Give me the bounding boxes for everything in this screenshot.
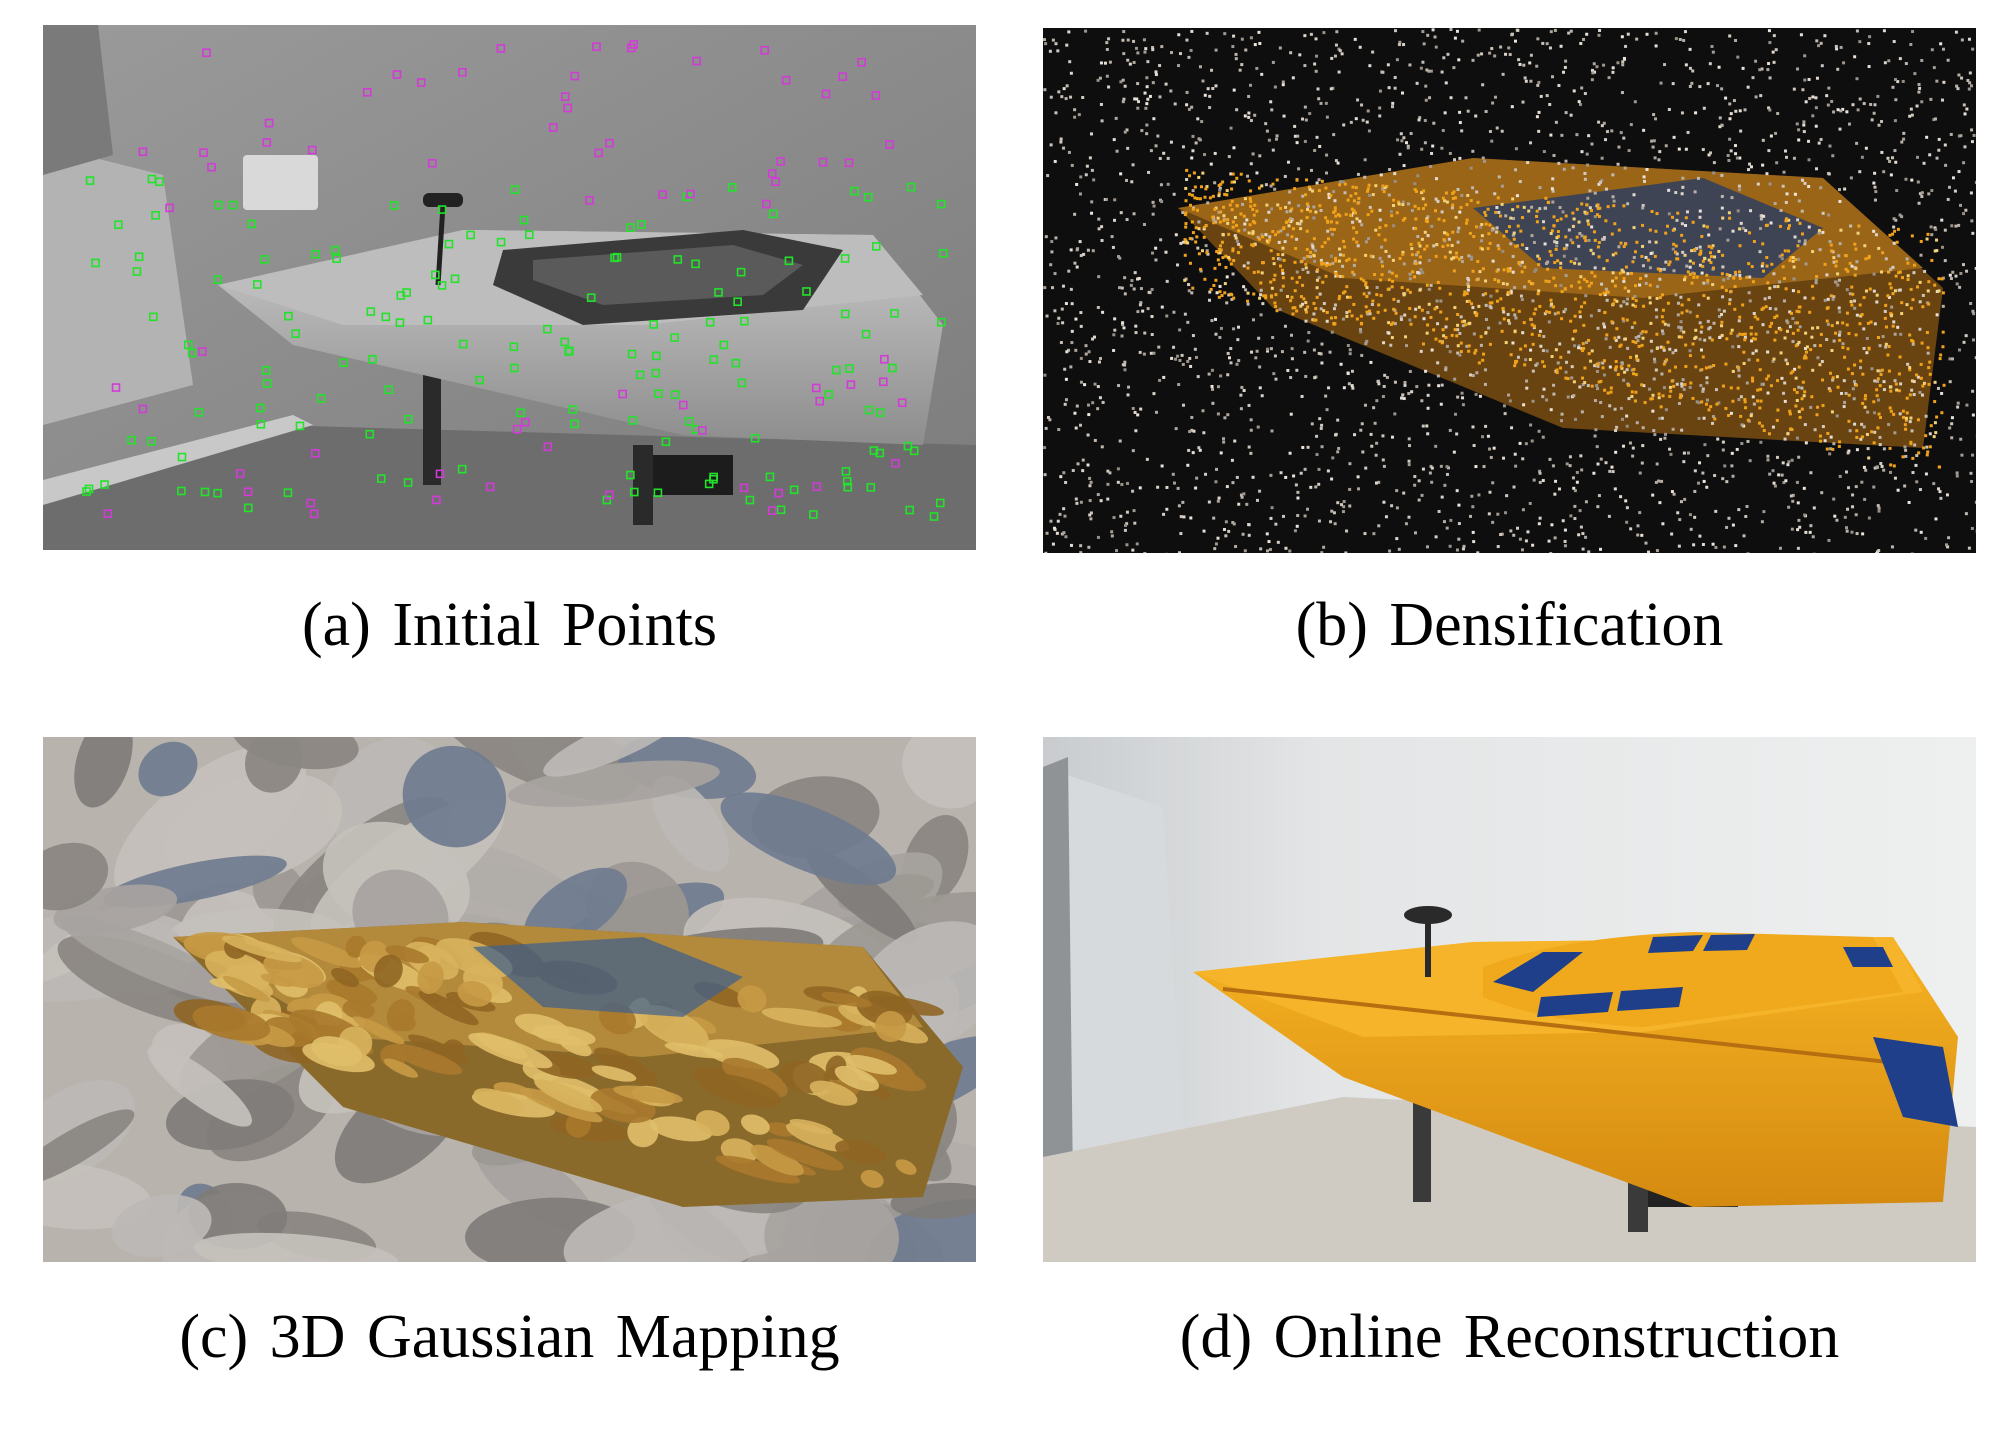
caption-label: (a) <box>302 591 371 659</box>
caption-initial-points: (a) Initial Points <box>43 594 976 656</box>
initial-points-image <box>43 25 976 550</box>
caption-label: (d) <box>1179 1303 1253 1371</box>
gaussian-mapping-image <box>43 737 976 1262</box>
caption-text: 3D Gaussian Mapping <box>269 1303 840 1371</box>
caption-text: Online Reconstruction <box>1273 1303 1840 1371</box>
caption-label: (c) <box>179 1303 249 1371</box>
caption-densification: (b) Densification <box>1043 594 1976 656</box>
caption-label: (b) <box>1295 591 1368 659</box>
caption-text: Densification <box>1389 591 1724 659</box>
densification-image <box>1043 28 1976 553</box>
caption-text: Initial Points <box>392 591 717 659</box>
online-reconstruction-image <box>1043 737 1976 1262</box>
caption-gaussian-mapping: (c) 3D Gaussian Mapping <box>43 1306 976 1368</box>
caption-online-reconstruction: (d) Online Reconstruction <box>1043 1306 1976 1368</box>
